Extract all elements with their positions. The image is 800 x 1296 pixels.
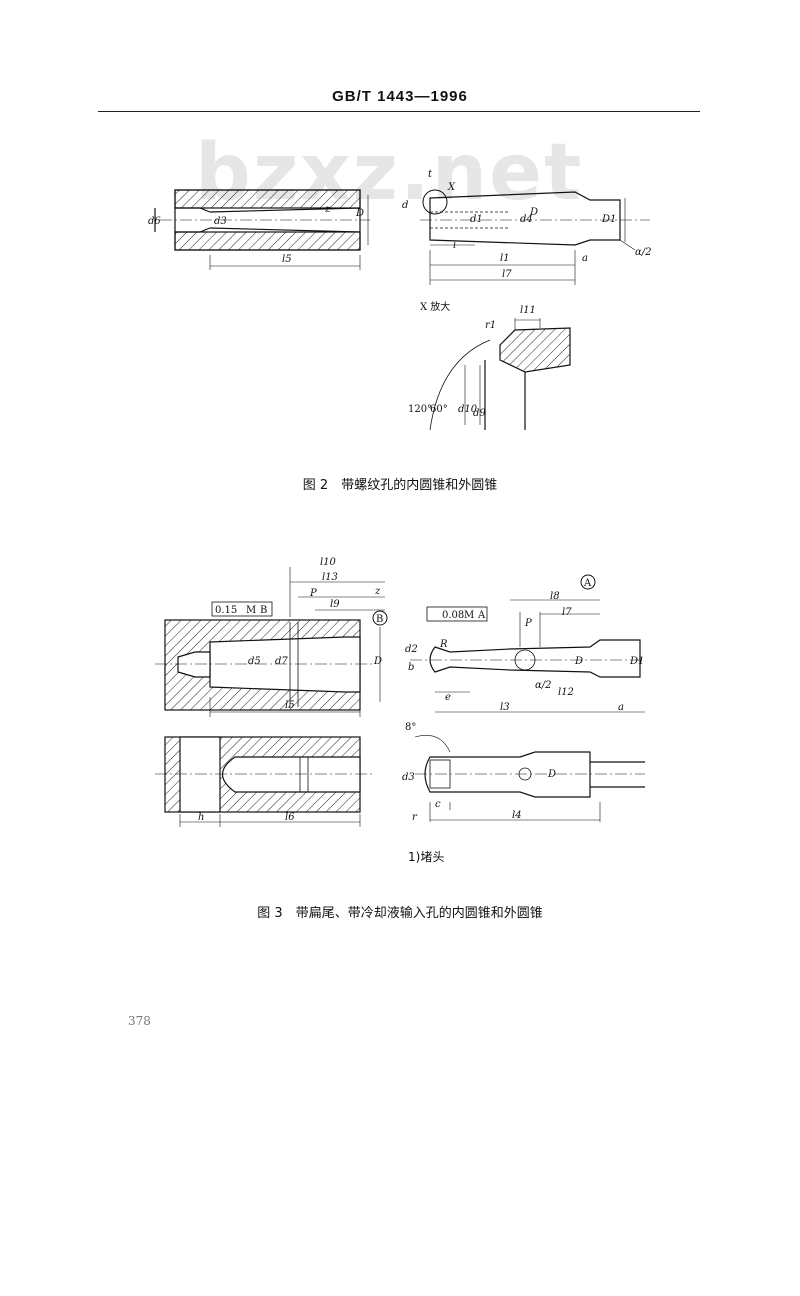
- figure-2-drawing: d6 d3 z D l5 t X d d1 d4 D D1 i l1 a l7 …: [148, 169, 651, 431]
- label-l12: l12: [558, 687, 574, 698]
- label-D1-shank: D1: [629, 656, 644, 667]
- header-rule: [98, 111, 700, 112]
- label-d3: d3: [402, 772, 415, 783]
- tolerance-value-a: 0.08: [442, 610, 464, 621]
- shank-view: [420, 189, 650, 285]
- label-c: c: [435, 799, 441, 810]
- datum-a-label: A: [583, 578, 592, 589]
- sleeve-section-view: [154, 189, 370, 270]
- label-d1: d1: [470, 214, 483, 225]
- label-l4: l4: [512, 810, 522, 821]
- fig3-sleeve-section-lower: [155, 736, 375, 827]
- label-d: d: [402, 200, 408, 211]
- label-a: a: [582, 253, 588, 264]
- tolerance-datum-a: A: [477, 610, 486, 621]
- label-d7: d7: [275, 656, 288, 667]
- figure-3-drawing: l10 l13 P z l9 d5 d7 D l5 0.15 M B B h l…: [155, 557, 645, 827]
- fig3-shank-with-plug: [414, 735, 645, 822]
- document-header: GB/T 1443—1996: [332, 88, 468, 105]
- label-R: R: [439, 639, 448, 650]
- label-t: t: [428, 169, 433, 180]
- label-r: r: [412, 812, 418, 823]
- label-alpha-half: α/2: [535, 680, 551, 691]
- label-D-sleeve: D: [373, 656, 382, 667]
- label-l6: l6: [285, 812, 295, 823]
- label-d5: d5: [248, 656, 261, 667]
- label-d6: d6: [148, 216, 161, 227]
- label-P: P: [309, 588, 317, 599]
- label-X: X: [447, 182, 456, 193]
- label-r1: r1: [485, 320, 496, 331]
- label-D1: D1: [601, 214, 616, 225]
- label-l5: l5: [282, 254, 292, 265]
- label-l10: l10: [320, 557, 337, 568]
- label-l11: l11: [520, 305, 536, 316]
- datum-b-marker: [372, 610, 388, 626]
- label-l8: l8: [550, 591, 560, 602]
- label-d4: d4: [520, 214, 533, 225]
- label-D-lower: D: [547, 769, 556, 780]
- label-a: a: [618, 702, 624, 713]
- label-d10: d10: [458, 404, 478, 415]
- label-l1: l1: [500, 253, 510, 264]
- figure-3-caption: 图 3 带扁尾、带冷却液输入孔的内圆锥和外圆锥: [257, 906, 543, 921]
- datum-b-label: B: [376, 614, 383, 625]
- label-l13: l13: [322, 572, 338, 583]
- label-e: e: [445, 692, 451, 703]
- detail-x-enlarged: [429, 318, 571, 431]
- angle-120: 120°: [408, 404, 432, 415]
- label-d3: d3: [214, 216, 227, 227]
- label-P-shank: P: [524, 618, 532, 629]
- detail-x-title: X 放大: [420, 300, 450, 313]
- figure-3-note: 1)堵头: [408, 850, 445, 864]
- datum-a-marker: [580, 574, 596, 590]
- tolerance-frame-b: 0.15 M B: [215, 605, 267, 616]
- angle-60: 60°: [430, 404, 448, 415]
- figure-2-caption: 图 2 带螺纹孔的内圆锥和外圆锥: [302, 478, 498, 493]
- label-D-shank: D: [529, 207, 538, 218]
- label-D-shank: D: [574, 656, 583, 667]
- label-D: D: [355, 208, 364, 219]
- label-alpha-half: α/2: [635, 247, 651, 258]
- fig3-shank-with-tang: [410, 599, 645, 713]
- fig3-sleeve-section: [155, 567, 385, 717]
- label-l7: l7: [502, 269, 512, 280]
- label-l7-fig3: l7: [562, 607, 572, 618]
- label-d2: d2: [405, 644, 418, 655]
- label-i: i: [453, 240, 456, 251]
- label-b: b: [408, 662, 414, 673]
- page-number: 378: [128, 1014, 151, 1028]
- tolerance-modifier-a: M: [464, 610, 474, 621]
- angle-8: 8°: [405, 722, 416, 733]
- tolerance-datum-b: B: [260, 605, 267, 616]
- label-d9: d9: [473, 408, 486, 419]
- label-z: z: [374, 586, 381, 597]
- label-l5: l5: [285, 700, 295, 711]
- tolerance-frame-a: 0.08 M A: [442, 610, 486, 621]
- label-l9: l9: [330, 599, 340, 610]
- tolerance-value-b: 0.15: [215, 605, 237, 616]
- label-h: h: [198, 812, 204, 823]
- label-z: z: [324, 204, 331, 215]
- tolerance-modifier-b: M: [246, 605, 256, 616]
- label-l3: l3: [500, 702, 510, 713]
